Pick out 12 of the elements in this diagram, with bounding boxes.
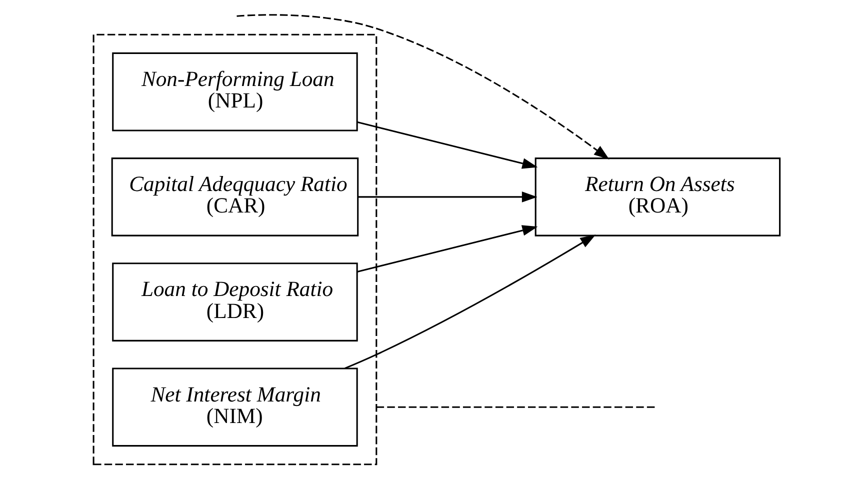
node-box: Return On Assets (ROA) (534, 158, 780, 236)
connector (376, 406, 656, 408)
cluster (92, 34, 377, 466)
node-box: Net Interest Margin (NIM) (112, 368, 358, 447)
node-box: Loan to Deposit Ratio (LDR) (112, 262, 358, 342)
node-box: Non-Performing Loan (NPL) (112, 52, 358, 132)
arrow (356, 121, 538, 169)
arrow (344, 234, 596, 370)
node-box: Capital Adeqquacy Ratio (CAR) (110, 158, 358, 236)
arrow (357, 192, 537, 202)
arrow (236, 14, 609, 160)
arrow (356, 225, 538, 273)
